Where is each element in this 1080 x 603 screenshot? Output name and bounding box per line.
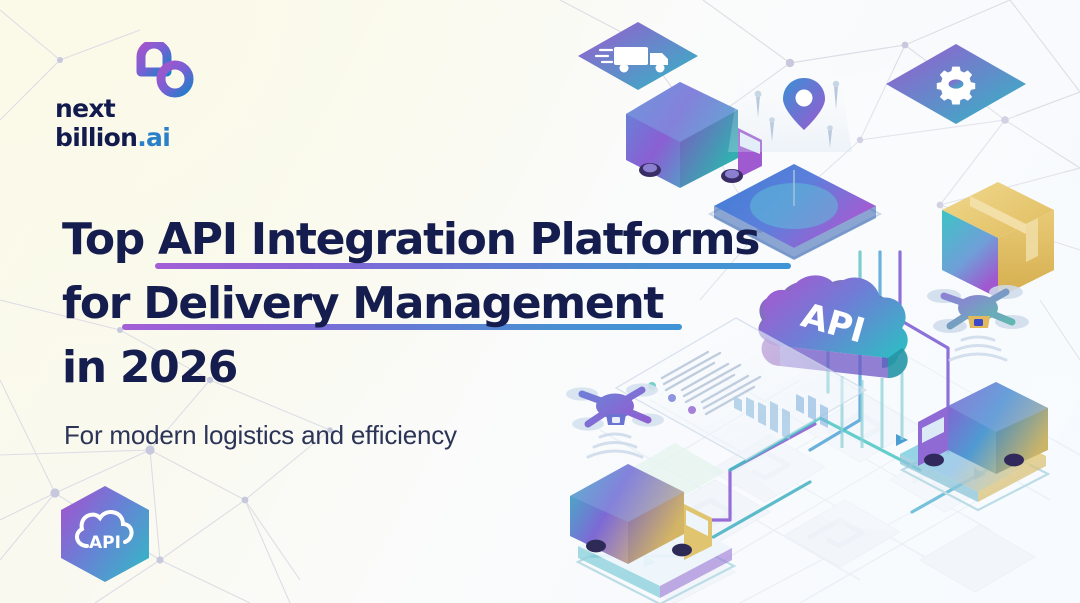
map-platform-pin bbox=[707, 62, 883, 260]
headline-line-2: for Delivery Management bbox=[62, 278, 664, 329]
headline-line-3: in 2026 bbox=[62, 342, 238, 393]
drone-left bbox=[566, 383, 664, 459]
api-hex-badge: API bbox=[57, 484, 153, 584]
nextbillion-infinity-mark bbox=[136, 42, 194, 98]
delivery-truck-right bbox=[899, 382, 1051, 512]
brand-logo[interactable]: next billion.ai bbox=[55, 42, 235, 152]
logo-line-1: next bbox=[55, 94, 116, 123]
logo-ai-suffix: .ai bbox=[137, 123, 171, 152]
package-box bbox=[942, 182, 1054, 298]
headline-line-1: Top API Integration Platforms bbox=[62, 214, 760, 265]
logo-wordmark: next billion.ai bbox=[55, 94, 171, 152]
page-subtitle: For modern logistics and efficiency bbox=[64, 420, 457, 450]
delivery-truck-bottom bbox=[570, 464, 737, 603]
gear-card-icon bbox=[886, 44, 1026, 124]
drone-right bbox=[927, 285, 1029, 362]
headline-underline-2 bbox=[122, 324, 682, 330]
api-badge-label: API bbox=[89, 533, 121, 553]
api-cloud: API bbox=[758, 275, 908, 448]
headline-underline-1 bbox=[155, 263, 791, 269]
logistics-illustration: API bbox=[560, 0, 1080, 603]
page-title: Top API Integration Platforms for Delive… bbox=[62, 208, 842, 400]
logo-line-2: billion.ai bbox=[55, 123, 171, 152]
delivery-truck-top bbox=[626, 82, 762, 188]
truck-card-icon bbox=[578, 22, 698, 90]
